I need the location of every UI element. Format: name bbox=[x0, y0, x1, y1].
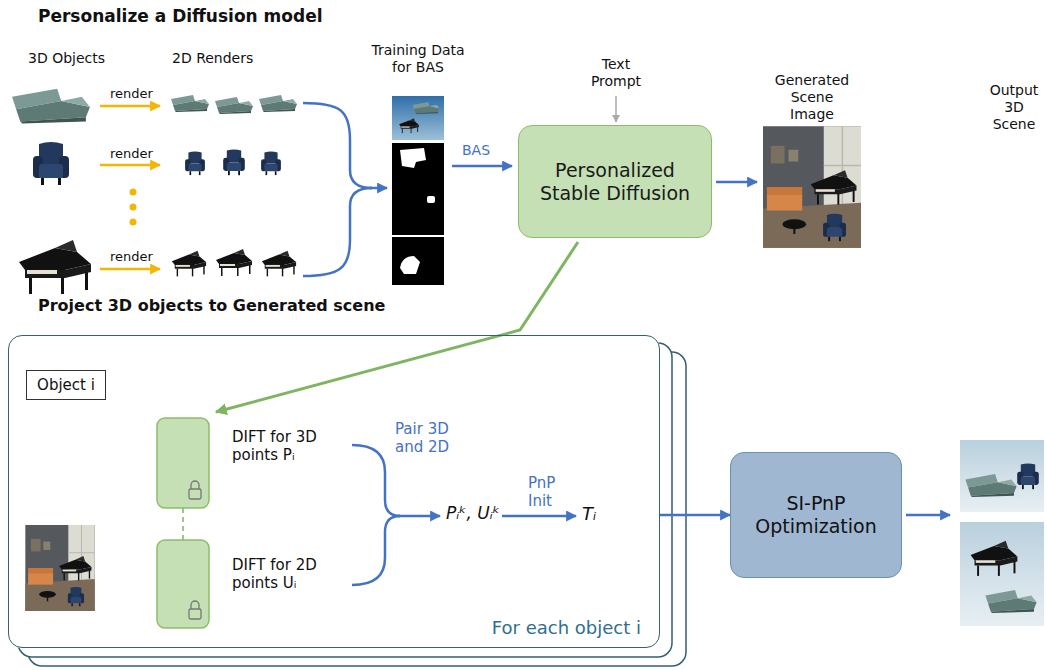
panel-label: For each object i bbox=[492, 617, 641, 639]
annotation-label: render bbox=[110, 146, 153, 162]
process-box: SI-PnP Optimization bbox=[730, 452, 902, 578]
annotation-label: DIFT for 3D points Pᵢ bbox=[232, 428, 350, 464]
object-box: Object i bbox=[26, 370, 106, 400]
annotation-label: 2D Renders bbox=[172, 50, 253, 67]
annotation-label: Pᵢᵏ, Uᵢᵏ bbox=[446, 503, 500, 523]
flow-arrow bbox=[660, 514, 730, 517]
annotation-label: 3D Objects bbox=[28, 50, 105, 67]
annotation-label: render bbox=[110, 249, 153, 265]
section-heading: Project 3D objects to Generated scene bbox=[38, 296, 385, 315]
annotation-label: DIFT for 2D points Uᵢ bbox=[232, 556, 350, 592]
process-box: Personalized Stable Diffusion bbox=[518, 125, 712, 238]
annotation-label: render bbox=[110, 86, 153, 102]
annotation-label: Generated Scene Image bbox=[772, 72, 852, 122]
box-label: Personalized Stable Diffusion bbox=[538, 159, 692, 205]
figure-title: Personalize a Diffusion model bbox=[38, 6, 323, 26]
annotation-label: Text Prompt bbox=[586, 56, 646, 90]
annotation-label: BAS bbox=[462, 142, 490, 159]
annotation-label: Pair 3D and 2D bbox=[395, 420, 467, 456]
annotation-label: Output 3D Scene bbox=[984, 82, 1044, 132]
annotation-label: PnP Init bbox=[528, 474, 568, 510]
box-label: SI-PnP Optimization bbox=[750, 492, 882, 538]
loop-panel: For each object i Object i bbox=[8, 335, 660, 648]
box-label: Object i bbox=[37, 376, 95, 394]
annotation-label: Training Data for BAS bbox=[366, 42, 470, 76]
annotation-label: Tᵢ bbox=[582, 503, 596, 525]
